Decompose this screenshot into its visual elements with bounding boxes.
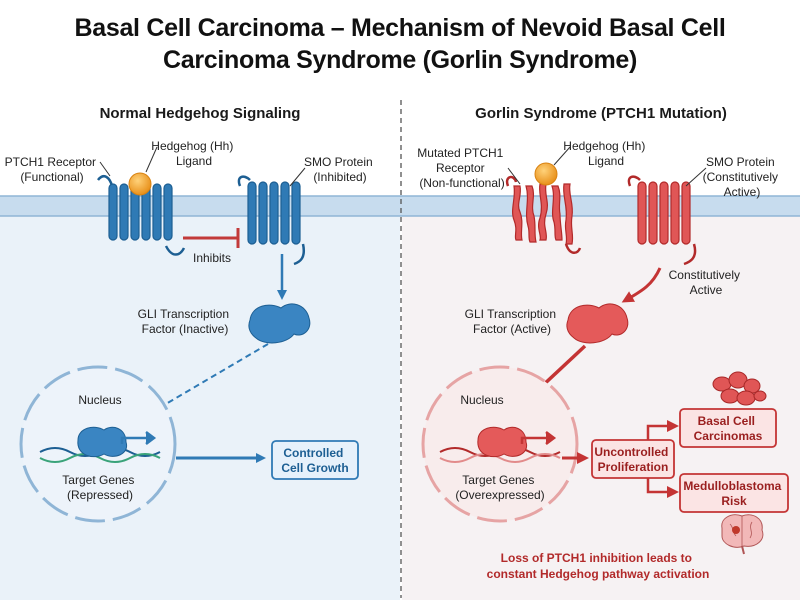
gli-active (566, 303, 629, 344)
nucleus-gorlin-label: Nucleus (460, 393, 503, 407)
proliferation-box (591, 439, 675, 479)
bcc-box (679, 408, 777, 448)
to-medullo-arrow (646, 478, 679, 498)
hedgehog-ligand-gorlin (534, 162, 558, 186)
mutated-ptch1-receptor (505, 175, 582, 254)
medullo-box (679, 473, 789, 513)
smo-active-label: SMO Protein (Constitutively Active) (703, 155, 782, 199)
ptch1-receptor (97, 175, 186, 256)
to-bcc-arrow (646, 420, 679, 440)
ligand-leader (145, 146, 158, 173)
gorlin-heading: Gorlin Syndrome (PTCH1 Mutation) (475, 105, 727, 122)
smo-active-leader (685, 167, 707, 187)
gorlin-summary: Loss of PTCH1 inhibition leads to consta… (487, 551, 710, 581)
transcription-arrow-normal (120, 431, 157, 445)
ligand-gorlin-leader (553, 146, 571, 166)
tumor-cluster-icon (712, 371, 767, 406)
ligand-label: Hedgehog (Hh) Ligand (151, 139, 236, 168)
smo-protein (237, 175, 305, 266)
hedgehog-ligand (128, 172, 152, 196)
controlled-growth-box (271, 440, 359, 480)
gli-bound-gorlin (477, 426, 528, 458)
title-line-2: Carcinoma Syndrome (Gorlin Syndrome) (162, 46, 637, 74)
genes-gorlin-label: Target Genes (Overexpressed) (455, 473, 544, 502)
controlled-growth-label: Controlled Cell Growth (281, 446, 348, 475)
inhibition-arrow (183, 228, 240, 248)
gli-active-label: GLI Transcription Factor (Active) (465, 307, 560, 336)
mutated-ptch1-leader (507, 167, 521, 185)
smo-leader (289, 167, 306, 187)
ptch1-label: PTCH1 Receptor (Functional) (5, 155, 100, 184)
brain-icon (721, 514, 764, 555)
constitutive-arrow (621, 267, 662, 303)
title-line-1: Basal Cell Carcinoma – Mechanism of Nevo… (74, 14, 726, 42)
mutated-ptch1-label: Mutated PTCH1 Receptor (Non-functional) (417, 146, 506, 190)
nucleus-normal-label: Nucleus (78, 393, 121, 407)
ptch1-leader (99, 161, 111, 177)
medullo-label: Medulloblastoma Risk (683, 479, 784, 508)
genes-normal-label: Target Genes (Repressed) (62, 473, 137, 502)
gli-bound-normal (77, 426, 128, 458)
constitutive-label: Constitutively Active (669, 268, 744, 297)
inhibits-label: Inhibits (193, 251, 231, 265)
transcription-arrow-gorlin (520, 431, 557, 445)
proliferation-label: Uncontrolled Proliferation (594, 445, 671, 474)
smo-label: SMO Protein (Inhibited) (304, 155, 376, 184)
normal-heading: Normal Hedgehog Signaling (100, 105, 301, 122)
bcc-label: Basal Cell Carcinomas (694, 414, 763, 443)
smo-active-protein (627, 175, 697, 266)
gli-inactive-label: GLI Transcription Factor (Inactive) (138, 307, 233, 336)
ligand-gorlin-label: Hedgehog (Hh) Ligand (563, 139, 648, 168)
gli-inactive (248, 303, 311, 344)
